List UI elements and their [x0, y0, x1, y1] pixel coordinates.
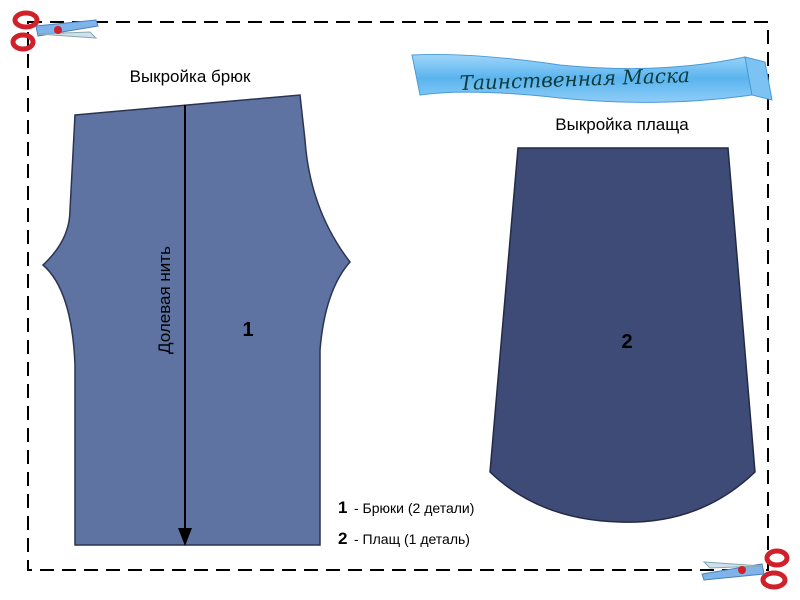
legend-text: - Плащ (1 деталь) [354, 531, 470, 547]
pants-number: 1 [242, 319, 253, 341]
scissors-icon [10, 10, 99, 52]
legend: 1 - Брюки (2 детали) 2 - Плащ (1 деталь) [338, 498, 474, 548]
legend-number: 1 [338, 498, 347, 517]
legend-number: 2 [338, 529, 347, 548]
title-banner: Таинственная Маска [411, 53, 773, 103]
cape-pattern-piece [489, 147, 756, 523]
scissors-icon [701, 548, 790, 590]
arrowhead-icon [178, 528, 192, 546]
pants-pattern-piece [41, 94, 351, 546]
cape-number: 2 [621, 331, 632, 353]
cape-title: Выкройка плаща [555, 115, 689, 134]
grain-line-label: Долевая нить [155, 246, 174, 354]
dashed-cut-border [27, 21, 769, 571]
legend-text: - Брюки (2 детали) [354, 500, 474, 516]
pants-title: Выкройка брюк [130, 67, 251, 86]
